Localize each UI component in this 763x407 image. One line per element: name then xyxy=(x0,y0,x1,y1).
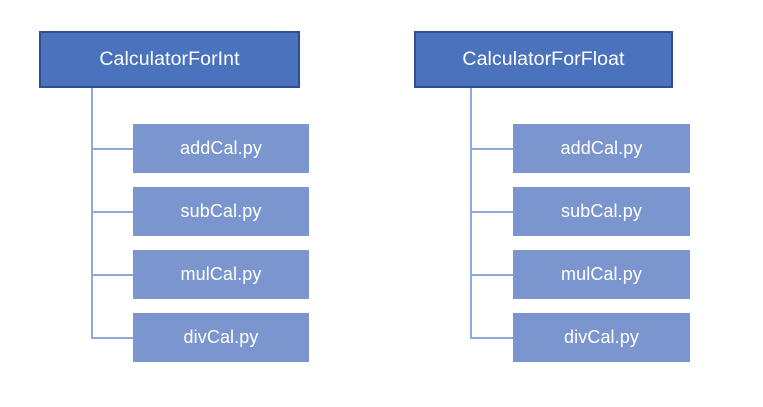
trunk-line-float xyxy=(470,88,472,338)
node-float-subcal[interactable]: subCal.py xyxy=(513,187,690,236)
branch-line-int-1 xyxy=(91,148,133,150)
node-float-addcal[interactable]: addCal.py xyxy=(513,124,690,173)
node-calculator-for-float[interactable]: CalculatorForFloat xyxy=(414,31,673,88)
branch-line-float-4 xyxy=(470,337,513,339)
node-calculator-for-int[interactable]: CalculatorForInt xyxy=(39,31,300,88)
trunk-line-int xyxy=(91,88,93,338)
branch-line-int-2 xyxy=(91,211,133,213)
branch-line-int-3 xyxy=(91,274,133,276)
node-int-mulcal[interactable]: mulCal.py xyxy=(133,250,309,299)
node-int-divcal[interactable]: divCal.py xyxy=(133,313,309,362)
node-int-subcal[interactable]: subCal.py xyxy=(133,187,309,236)
branch-line-float-3 xyxy=(470,274,513,276)
branch-line-int-4 xyxy=(91,337,133,339)
node-int-addcal[interactable]: addCal.py xyxy=(133,124,309,173)
branch-line-float-2 xyxy=(470,211,513,213)
branch-line-float-1 xyxy=(470,148,513,150)
node-float-mulcal[interactable]: mulCal.py xyxy=(513,250,690,299)
node-float-divcal[interactable]: divCal.py xyxy=(513,313,690,362)
